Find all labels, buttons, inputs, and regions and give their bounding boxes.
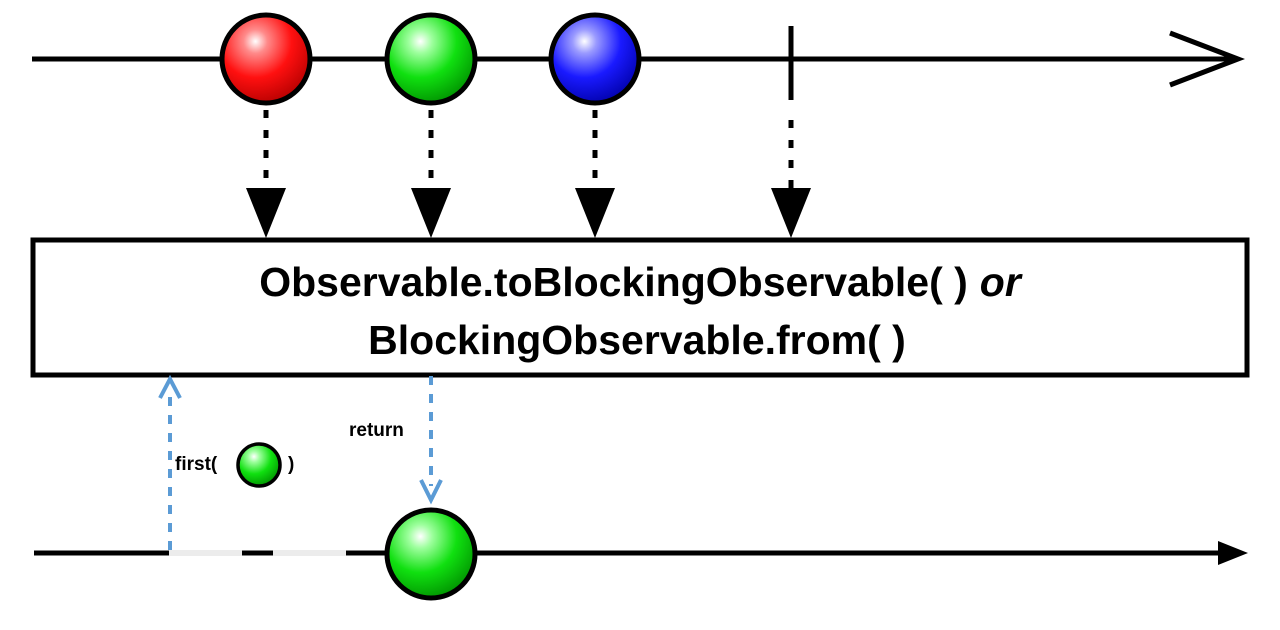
emission-arrow [246,110,286,238]
top-marbles [219,12,642,106]
result-marble [384,507,478,601]
first-label-open: first( [175,454,218,475]
operator-line-1-or: or [980,259,1023,305]
emission-arrows [246,110,811,238]
return-arrow [419,376,443,505]
top-timeline-arrowhead-icon [1169,30,1246,88]
call-arrow [158,374,182,550]
green-marble [384,12,478,106]
operator-box-frame [30,237,1250,378]
bottom-timeline-arrowhead-icon [1218,541,1248,565]
blue-marble [548,12,642,106]
operator-line-1: Observable.toBlockingObservable( ) or [259,259,1023,305]
first-arg-marble [236,442,282,488]
completion-arrow [771,120,811,238]
operator-box: Observable.toBlockingObservable( ) or Blo… [30,237,1250,378]
operator-line-2: BlockingObservable.from( ) [368,317,906,363]
return-label: return [349,420,404,441]
first-label-close: ) [288,454,294,475]
emission-arrow [411,110,451,238]
call-arrowhead-icon [158,374,182,399]
operator-line-1-main: Observable.toBlockingObservable( ) [259,259,968,305]
red-marble [219,12,313,106]
bottom-timeline [34,507,1248,601]
emission-arrow [575,110,615,238]
return-arrowhead-icon [419,479,443,505]
